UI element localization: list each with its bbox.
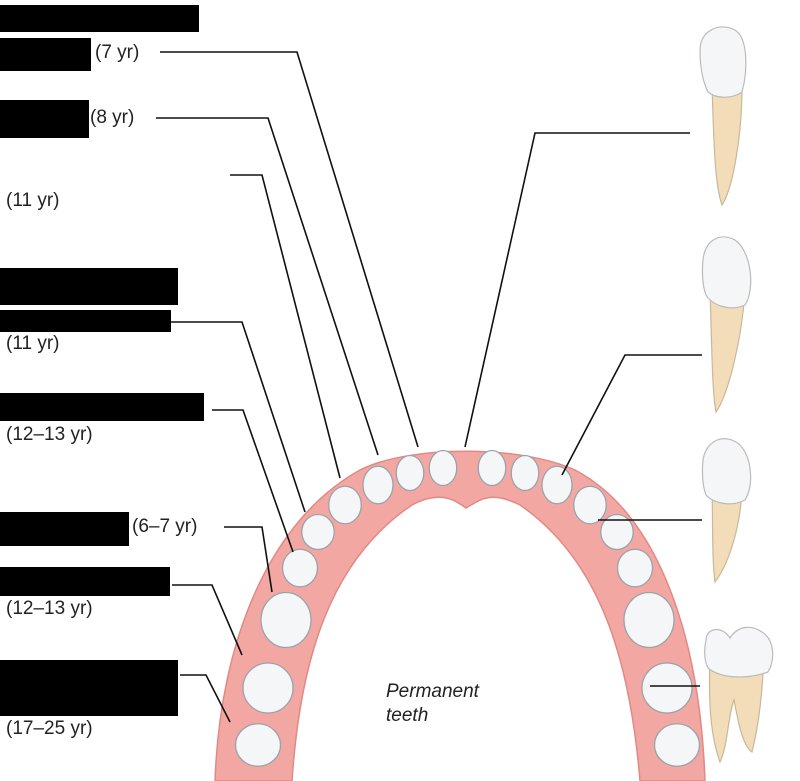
tooth — [623, 591, 675, 649]
redaction — [0, 660, 178, 716]
tooth — [477, 449, 507, 487]
label-lateral-incisor-age: (8 yr) — [90, 107, 135, 128]
redaction — [0, 268, 178, 305]
label-third-molar-age: (17–25 yr) — [6, 718, 93, 739]
label-central-incisor-age: (7 yr) — [95, 42, 140, 63]
leader-third-molar — [180, 674, 231, 723]
leader-central-incisor — [160, 51, 419, 448]
leader-first-molar — [224, 526, 273, 593]
label-second-premolar-age: (12–13 yr) — [6, 424, 93, 445]
teeth-row — [234, 449, 701, 767]
tooth — [242, 662, 294, 714]
tooth — [641, 662, 693, 714]
tooth — [653, 723, 701, 767]
label-second-molar-age: (12–13 yr) — [6, 598, 93, 619]
premolar-side-view — [701, 438, 752, 584]
tooth — [281, 548, 319, 588]
leader-second-molar — [172, 584, 243, 656]
molar-side-view — [704, 626, 774, 764]
redaction — [0, 100, 89, 138]
leader-canine — [230, 174, 341, 479]
tooth — [573, 485, 607, 525]
leader-lateral-incisor — [156, 117, 379, 456]
tooth — [541, 465, 573, 505]
tooth — [510, 454, 540, 492]
tooth — [362, 465, 394, 505]
tooth — [428, 449, 458, 487]
canine-side-view — [701, 236, 752, 414]
leader-canine-right — [561, 354, 702, 476]
leader-second-premolar — [212, 409, 294, 553]
label-canine-age: (11 yr) — [6, 190, 60, 211]
label-first-molar-age: (6–7 yr) — [132, 516, 198, 537]
gum — [214, 450, 706, 781]
caption-line1: Permanent — [386, 681, 479, 702]
leader-incisor-right — [464, 132, 690, 448]
redaction — [0, 310, 171, 332]
redaction — [0, 567, 170, 596]
leader-first-premolar — [171, 321, 306, 513]
leader-lines — [156, 51, 702, 723]
side-teeth — [699, 26, 774, 764]
tooth — [260, 591, 312, 649]
tooth — [301, 513, 335, 551]
tooth — [616, 548, 654, 588]
tooth — [600, 513, 634, 551]
caption-line2: teeth — [386, 705, 429, 726]
tooth — [395, 454, 425, 492]
redaction — [0, 393, 204, 421]
label-first-premolar-age: (11 yr) — [6, 333, 60, 354]
redaction — [0, 5, 199, 32]
dental-arch — [214, 449, 706, 781]
tooth — [234, 723, 282, 767]
tooth — [328, 485, 362, 525]
incisor-side-view — [699, 26, 747, 207]
redaction — [0, 38, 91, 71]
redaction — [0, 512, 129, 546]
caption: Permanent teeth — [386, 680, 479, 728]
